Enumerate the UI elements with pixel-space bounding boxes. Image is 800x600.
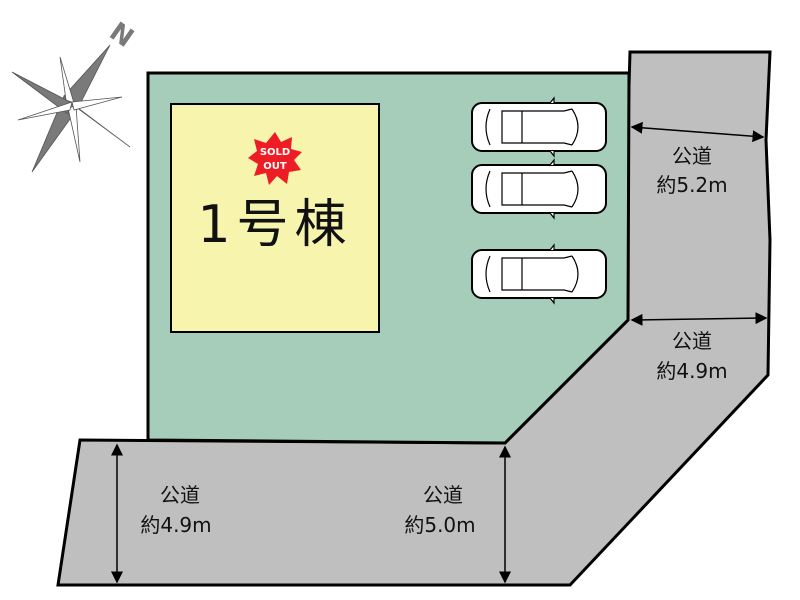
road-width: 約5.2m: [656, 173, 727, 197]
svg-text:OUT: OUT: [263, 161, 287, 172]
building-label: 1号棟: [197, 195, 352, 255]
north-label: N: [104, 17, 139, 54]
road-width: 約5.0m: [404, 513, 475, 537]
road-name: 公道: [672, 144, 712, 168]
svg-text:SOLD: SOLD: [260, 147, 290, 158]
parking-car-1: [471, 97, 607, 157]
parking-car-3: [471, 244, 607, 304]
road-width-arrow: [630, 121, 765, 143]
road-width: 約4.9m: [140, 513, 211, 537]
compass-icon: [11, 44, 131, 173]
road-name: 公道: [672, 329, 712, 353]
sold-out-badge: SOLD OUT: [248, 132, 302, 185]
parking-car-2: [471, 159, 607, 219]
road-name: 公道: [160, 483, 200, 507]
road-name: 公道: [423, 483, 463, 507]
road-width-arrow: [630, 312, 768, 326]
road-width: 約4.9m: [656, 359, 727, 383]
